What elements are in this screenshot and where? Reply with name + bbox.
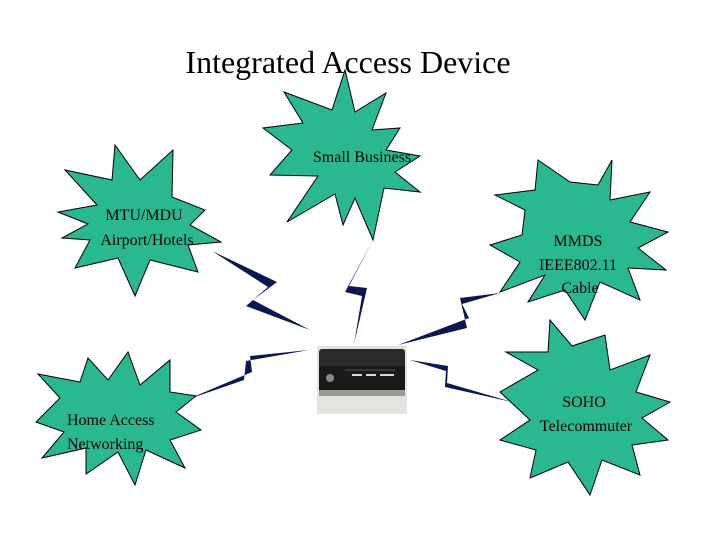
bolt-home-access (186, 350, 309, 400)
integrated-access-device (317, 346, 407, 414)
soho-burst (498, 318, 672, 497)
small-business-label: Small Business (313, 149, 411, 166)
home-access-burst (35, 350, 203, 487)
power-led-icon (326, 374, 334, 382)
mtu-mdu-label: MTU/MDU Airport/Hotels (100, 207, 193, 249)
home-access-label: Home Access Networking (67, 412, 159, 453)
soho-label: SOHO Telecommuter (540, 394, 633, 435)
bolt-soho (410, 360, 512, 402)
mmds-label: MMDS IEEE802.11 Cable (539, 233, 621, 297)
small-business-burst (261, 68, 422, 242)
mmds-burst (488, 159, 670, 322)
page-title: Integrated Access Device (185, 44, 511, 80)
mtu-mdu-burst (56, 143, 223, 298)
bolt-small-business (345, 240, 373, 344)
bolt-mmds (398, 293, 500, 345)
bolt-mtu-mdu (212, 251, 310, 330)
